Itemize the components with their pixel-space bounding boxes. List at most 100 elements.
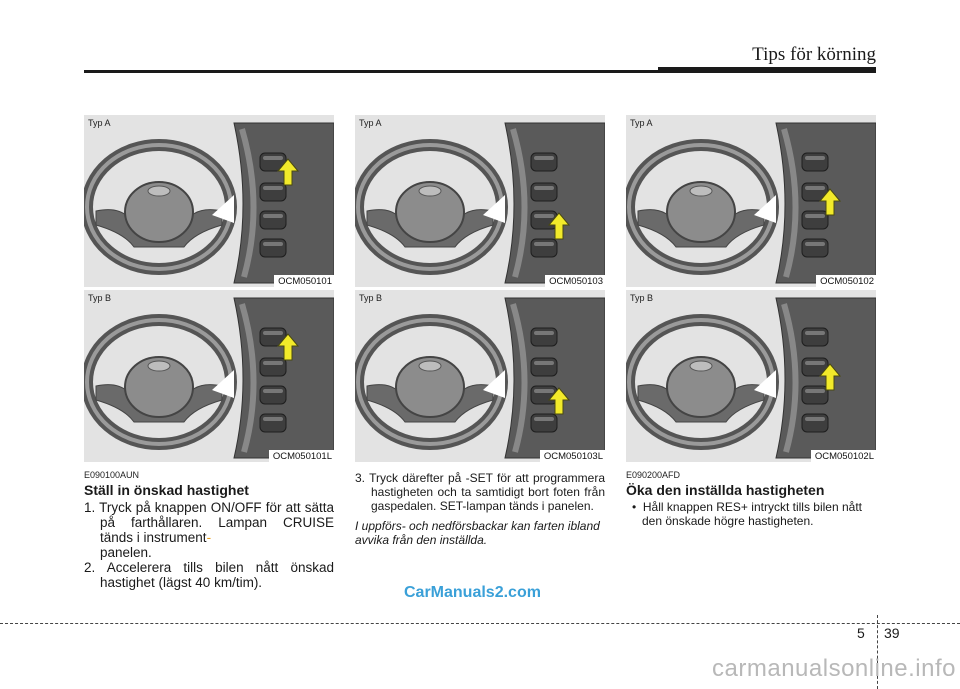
control-button-gloss [805,331,825,335]
wheel-logo [689,360,713,372]
control-button [259,210,287,230]
footer-rule [0,623,960,624]
figure-type-label: Typ A [359,118,382,128]
bullet-item: • Håll knappen RES+ intryckt tills bilen… [632,500,862,528]
control-button [259,357,287,377]
zoom-panel-rim [239,128,257,278]
control-button-gloss [534,331,554,335]
zoom-leader [754,370,776,398]
page-number: 39 [884,625,900,641]
zoom-panel [504,297,605,459]
control-button-gloss [263,417,283,421]
section-set-speed-cont: 3. Tryck därefter på -SET för att progra… [355,471,605,547]
zoom-leader [212,370,234,398]
control-button-gloss [805,186,825,190]
figure-type-a-res: Typ A OCM050102 [626,115,876,287]
steering-wheel-illustration [626,297,876,459]
control-button-gloss [534,361,554,365]
figure-code: OCM050101 [274,275,334,287]
steering-wheel-illustration [626,122,876,284]
control-button-gloss [805,214,825,218]
control-button [801,210,829,230]
footer-site: carmanualsonline.info [712,655,956,682]
section-heading: Ställ in önskad hastighet [84,482,249,498]
steering-wheel-illustration [355,122,605,284]
control-button-gloss [534,389,554,393]
wheel-logo [418,360,442,372]
press-arrow-icon [547,212,571,240]
control-button-gloss [263,186,283,190]
wheel-logo [147,185,171,197]
zoom-panel-rim [510,128,528,278]
zoom-panel-rim [510,303,528,453]
steering-wheel-illustration [84,122,334,284]
control-button-gloss [805,389,825,393]
control-button-gloss [263,389,283,393]
step-2: 2. Accelerera tills bilen nått önskad ha… [84,560,334,590]
press-arrow-icon [818,188,842,216]
control-button [801,413,829,433]
section-code: E090200AFD [626,470,681,480]
header-rule-accent [658,67,876,73]
wheel-hub [124,356,194,418]
figure-type-a-set: Typ A OCM050103 [355,115,605,287]
control-button [530,182,558,202]
zoom-leader [483,195,505,223]
zoom-panel [233,122,334,284]
wheel-hub [395,356,465,418]
control-button-gloss [534,417,554,421]
figure-type-label: Typ A [630,118,653,128]
control-button-gloss [534,156,554,160]
zoom-leader [212,195,234,223]
control-button [801,152,829,172]
figure-code: OCM050101L [268,450,334,462]
control-button [801,327,829,347]
zoom-panel [233,297,334,459]
header-rule [84,70,876,73]
section-heading: Öka den inställda hastigheten [626,482,825,498]
press-arrow-icon [276,333,300,361]
control-button-gloss [534,186,554,190]
zoom-panel-rim [781,128,799,278]
zoom-panel-rim [239,303,257,453]
control-button-gloss [534,242,554,246]
control-button-gloss [263,156,283,160]
control-button [259,182,287,202]
control-button-gloss [263,361,283,365]
steering-wheel-illustration [84,297,334,459]
zoom-panel-rim [781,303,799,453]
figure-type-label: Typ A [88,118,111,128]
figure-code: OCM050103L [539,450,605,462]
control-button [530,357,558,377]
section-increase-speed: E090200AFD Öka den inställda hastigheten… [626,470,876,528]
press-arrow-icon [818,363,842,391]
wheel-logo [147,360,171,372]
section-code: E090100AUN [84,470,140,480]
control-button [259,413,287,433]
figure-type-a-on-off: Typ A OCM050101 [84,115,334,287]
control-button-gloss [805,361,825,365]
control-button [801,238,829,258]
control-button [259,385,287,405]
figure-type-b-on-off: Typ B OCM050101L [84,290,334,462]
control-button-gloss [805,156,825,160]
page-header-title: Tips för körning [752,44,876,65]
wheel-hub [124,181,194,243]
control-button [530,327,558,347]
wheel-hub [666,356,736,418]
press-arrow-icon [276,158,300,186]
control-button [530,238,558,258]
control-button [801,385,829,405]
control-button [530,413,558,433]
figure-code: OCM050103 [545,275,605,287]
press-arrow-icon [547,387,571,415]
control-button-gloss [805,417,825,421]
wheel-logo [689,185,713,197]
figure-type-b-set: Typ B OCM050103L [355,290,605,462]
section-note: I uppförs- och nedförsbackar kan farten … [355,519,600,547]
zoom-panel [504,122,605,284]
figure-code: OCM050102 [816,275,876,287]
section-set-speed: E090100AUN Ställ in önskad hastighet 1. … [84,470,334,590]
wheel-hub [395,181,465,243]
control-button-gloss [263,331,283,335]
